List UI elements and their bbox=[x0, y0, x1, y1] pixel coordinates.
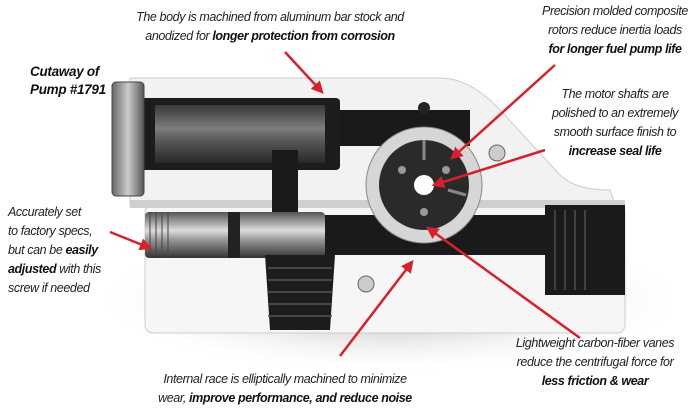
callout-line: anodized for bbox=[145, 29, 213, 43]
callout-line: The motor shafts are bbox=[561, 87, 669, 101]
diagram-title: Cutaway of Pump #1791 bbox=[30, 63, 106, 99]
arrow-shafts bbox=[431, 148, 546, 188]
callout-emphasis: less friction & wear bbox=[541, 374, 649, 388]
callout-line: smooth surface finish to bbox=[553, 125, 677, 139]
callout-line: screw if needed bbox=[8, 281, 90, 295]
arrow-vanes bbox=[425, 226, 581, 340]
callout-emphasis: increase seal life bbox=[568, 144, 662, 158]
callout-line: Internal race is elliptically machined t… bbox=[163, 372, 407, 386]
callout-line: reduce the centrifugal force for bbox=[516, 355, 674, 369]
arrow-body bbox=[284, 51, 324, 94]
callout-emphasis: for longer fuel pump life bbox=[548, 42, 682, 56]
callout-line: but can be bbox=[8, 243, 66, 257]
callout-line: Precision molded composite bbox=[542, 4, 688, 18]
callout-emphasis: adjusted bbox=[8, 262, 57, 276]
callout-emphasis: improve performance, and reduce noise bbox=[189, 391, 412, 405]
callout-vanes: Lightweight carbon-fiber vanes reduce th… bbox=[495, 334, 695, 391]
callout-race: Internal race is elliptically machined t… bbox=[120, 370, 450, 408]
callout-line: with this bbox=[56, 262, 101, 276]
callout-screw: Accurately set to factory specs, but can… bbox=[8, 203, 128, 298]
hex-fitting bbox=[111, 81, 145, 197]
callout-line: polished to an extremely bbox=[552, 106, 678, 120]
callout-line: wear, bbox=[158, 391, 190, 405]
callout-line: Accurately set bbox=[8, 205, 81, 219]
arrow-race bbox=[339, 260, 414, 357]
title-line: Cutaway of bbox=[30, 64, 100, 79]
callout-line: The body is machined from aluminum bar s… bbox=[136, 10, 404, 24]
callout-line: rotors reduce inertia loads bbox=[548, 23, 682, 37]
title-line: Pump #1791 bbox=[30, 82, 106, 97]
callout-body: The body is machined from aluminum bar s… bbox=[100, 8, 440, 46]
arrow-screw bbox=[109, 230, 153, 251]
callout-emphasis: longer protection from corrosion bbox=[212, 29, 395, 43]
callout-shafts: The motor shafts are polished to an extr… bbox=[535, 85, 695, 161]
callout-line: to factory specs, bbox=[8, 224, 93, 238]
callout-rotors: Precision molded composite rotors reduce… bbox=[530, 2, 700, 59]
arrow-rotors bbox=[450, 64, 556, 160]
callout-line: Lightweight carbon-fiber vanes bbox=[515, 336, 675, 350]
callout-emphasis: easily bbox=[65, 243, 98, 257]
